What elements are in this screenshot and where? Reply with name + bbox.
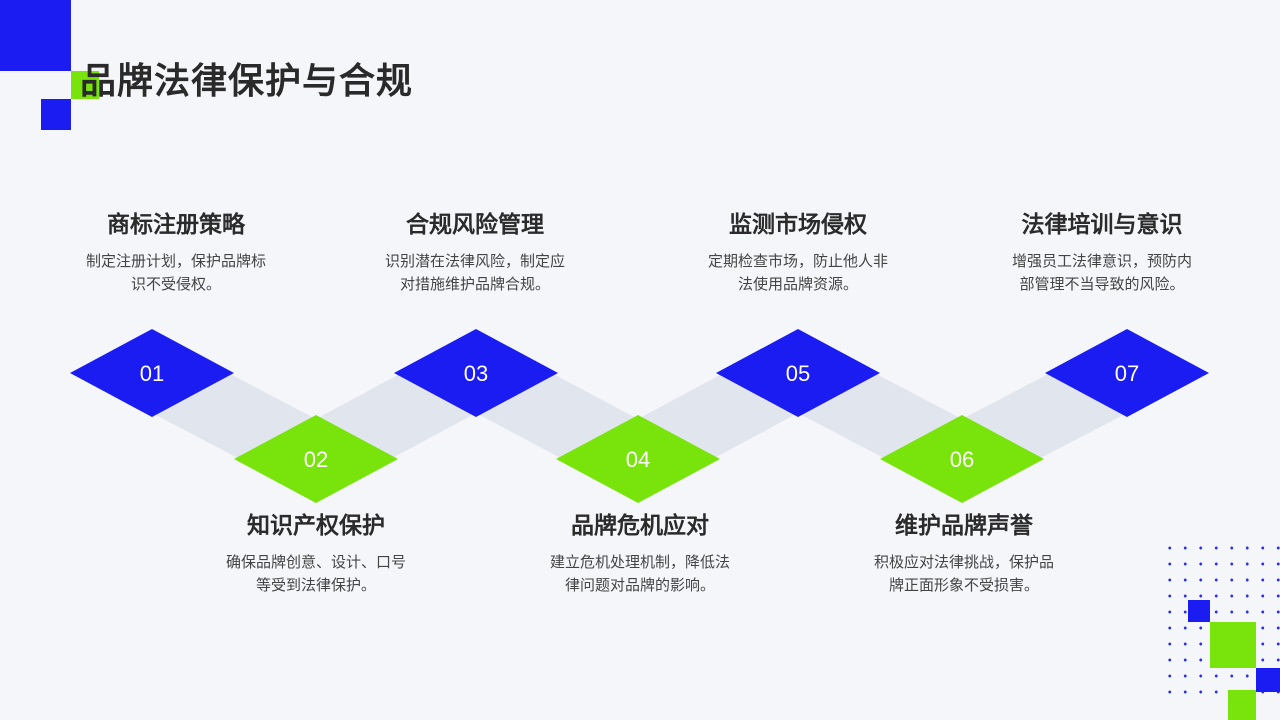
step-3-heading: 合规风险管理 xyxy=(406,212,544,238)
step-1-description: 制定注册计划，保护品牌标识不受侵权。 xyxy=(86,252,267,293)
step-7-description: 增强员工法律意识，预防内部管理不当导致的风险。 xyxy=(1012,252,1193,293)
step-3-text: 合规风险管理 识别潜在法律风险，制定应对措施维护品牌合规。 xyxy=(355,210,595,296)
step-6-text: 维护品牌声誉 积极应对法律挑战，保护品牌正面形象不受损害。 xyxy=(844,511,1084,597)
step-1-heading: 商标注册策略 xyxy=(107,212,245,238)
step-5-text: 监测市场侵权 定期检查市场，防止他人非法使用品牌资源。 xyxy=(678,210,918,296)
step-7-diamond xyxy=(1045,329,1209,417)
step-4-diamond-group: 04 xyxy=(556,415,720,503)
step-5-diamond-group: 05 xyxy=(716,329,880,417)
corner-square-blue-small xyxy=(41,99,71,130)
step-7-heading: 法律培训与意识 xyxy=(1021,212,1183,238)
step-2-description: 确保品牌创意、设计、口号等受到法律保护。 xyxy=(226,553,407,594)
step-1-number: 01 xyxy=(140,361,164,386)
step-4-text: 品牌危机应对 建立危机处理机制，降低法律问题对品牌的影响。 xyxy=(520,511,760,597)
step-1-text: 商标注册策略 制定注册计划，保护品牌标识不受侵权。 xyxy=(56,210,296,296)
step-1-diamond xyxy=(70,329,234,417)
corner-square-green xyxy=(71,71,99,99)
step-6-diamond xyxy=(880,415,1044,503)
page-title: 品牌法律保护与合规 xyxy=(80,61,414,102)
corner-square-green-br1 xyxy=(1210,622,1256,668)
step-4-description: 建立危机处理机制，降低法律问题对品牌的影响。 xyxy=(550,553,731,594)
step-6-description: 积极应对法律挑战，保护品牌正面形象不受损害。 xyxy=(874,553,1055,594)
corner-square-blue-br1 xyxy=(1188,600,1210,622)
step-2-diamond-group: 02 xyxy=(234,415,398,503)
step-2-number: 02 xyxy=(304,447,328,472)
step-6-heading: 维护品牌声誉 xyxy=(895,513,1033,539)
corner-square-blue-br2 xyxy=(1256,668,1280,692)
step-4-number: 04 xyxy=(626,447,650,472)
step-2-heading: 知识产权保护 xyxy=(247,513,385,539)
step-2-diamond xyxy=(234,415,398,503)
step-3-diamond-group: 03 xyxy=(394,329,558,417)
step-6-diamond-group: 06 xyxy=(880,415,1044,503)
corner-square-green-br2 xyxy=(1228,690,1256,720)
step-3-description: 识别潜在法律风险，制定应对措施维护品牌合规。 xyxy=(385,252,566,293)
step-6-number: 06 xyxy=(950,447,974,472)
step-3-diamond xyxy=(394,329,558,417)
step-7-number: 07 xyxy=(1115,361,1139,386)
step-3-number: 03 xyxy=(464,361,488,386)
corner-square-blue-large xyxy=(0,0,71,71)
step-7-diamond-group: 07 xyxy=(1045,329,1209,417)
step-2-text: 知识产权保护 确保品牌创意、设计、口号等受到法律保护。 xyxy=(196,511,436,597)
step-5-number: 05 xyxy=(786,361,810,386)
step-1-diamond-group: 01 xyxy=(70,329,234,417)
step-5-diamond xyxy=(716,329,880,417)
step-4-heading: 品牌危机应对 xyxy=(571,513,709,539)
step-5-heading: 监测市场侵权 xyxy=(729,212,867,238)
step-7-text: 法律培训与意识 增强员工法律意识，预防内部管理不当导致的风险。 xyxy=(982,210,1222,296)
step-4-diamond xyxy=(556,415,720,503)
step-5-description: 定期检查市场，防止他人非法使用品牌资源。 xyxy=(708,252,889,293)
